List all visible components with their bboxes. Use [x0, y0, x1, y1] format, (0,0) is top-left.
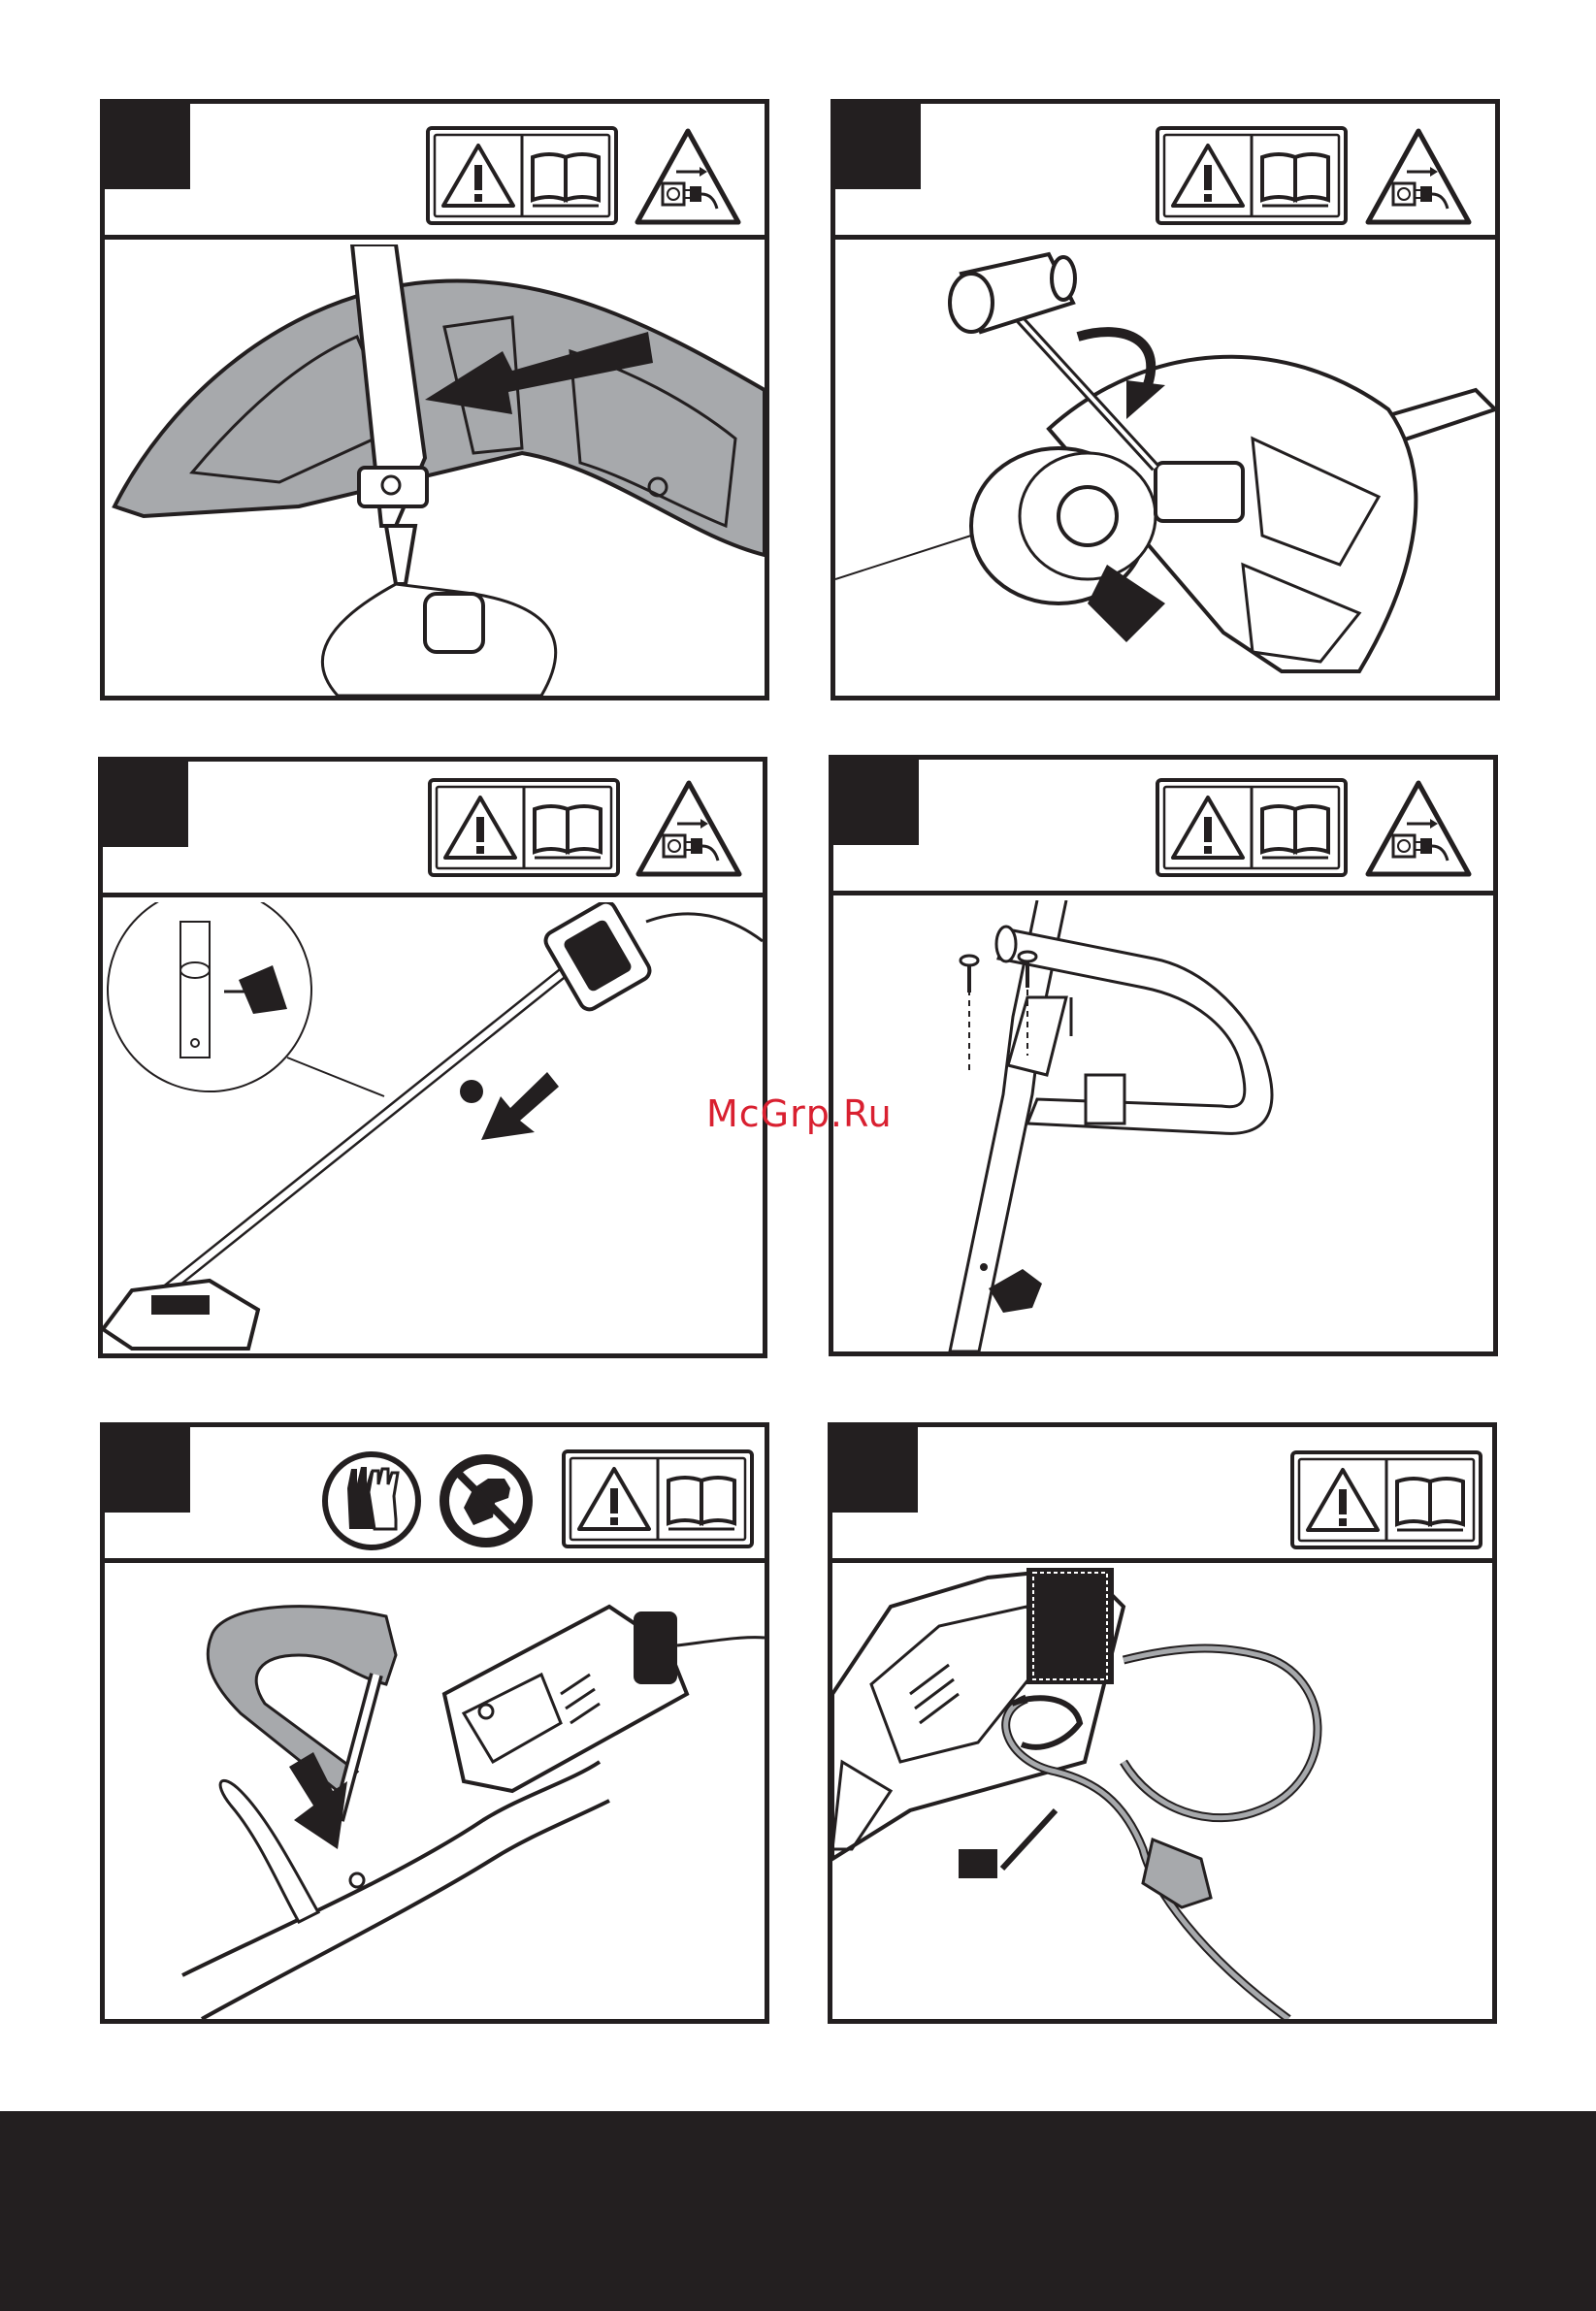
- wear-gloves-icon: [320, 1449, 423, 1552]
- footer-band: [0, 2111, 1596, 2311]
- warning-triangle-icon: [562, 1449, 756, 1550]
- instruction-panel-1: [100, 99, 769, 700]
- guard-attachment-illustration: [105, 244, 765, 696]
- warning-triangle-icon: [428, 778, 622, 879]
- step-number-box: [103, 762, 188, 847]
- panel-1-header: [105, 104, 765, 240]
- unplug-power-icon: [1364, 127, 1473, 226]
- step-number-box: [835, 104, 921, 189]
- unplug-power-icon: [635, 779, 743, 878]
- instruction-panel-5: [100, 1422, 769, 2024]
- auxiliary-handle-illustration: [833, 900, 1493, 1351]
- panel-2-header: [835, 104, 1495, 240]
- warning-triangle-icon: [1156, 778, 1350, 879]
- unplug-power-icon: [1364, 779, 1473, 878]
- warning-triangle-icon: [1156, 126, 1350, 227]
- cord-strain-relief-illustration: [832, 1568, 1492, 2019]
- warning-triangle-icon: [426, 126, 620, 227]
- panel-4-header: [833, 760, 1493, 895]
- instruction-panel-3: [98, 757, 767, 1358]
- guard-screw-tightening-illustration: [835, 244, 1495, 696]
- step-number-box: [832, 1427, 918, 1513]
- panel-5-header: [105, 1427, 765, 1563]
- shoulder-strap-illustration: [105, 1568, 765, 2019]
- step-number-box: [105, 1427, 190, 1513]
- shaft-assembly-illustration: [103, 902, 763, 1353]
- step-number-box: [833, 760, 919, 845]
- instruction-panel-4: [829, 755, 1498, 1356]
- panel-6-header: [832, 1427, 1492, 1563]
- instruction-panel-2: [831, 99, 1500, 700]
- unplug-power-icon: [634, 127, 742, 226]
- instruction-panel-6: [828, 1422, 1497, 2024]
- panel-3-header: [103, 762, 763, 897]
- warning-triangle-icon: [1290, 1450, 1484, 1551]
- watermark-text: McGrp.Ru: [706, 1092, 893, 1135]
- step-number-box: [105, 104, 190, 189]
- no-hand-contact-icon: [435, 1449, 537, 1552]
